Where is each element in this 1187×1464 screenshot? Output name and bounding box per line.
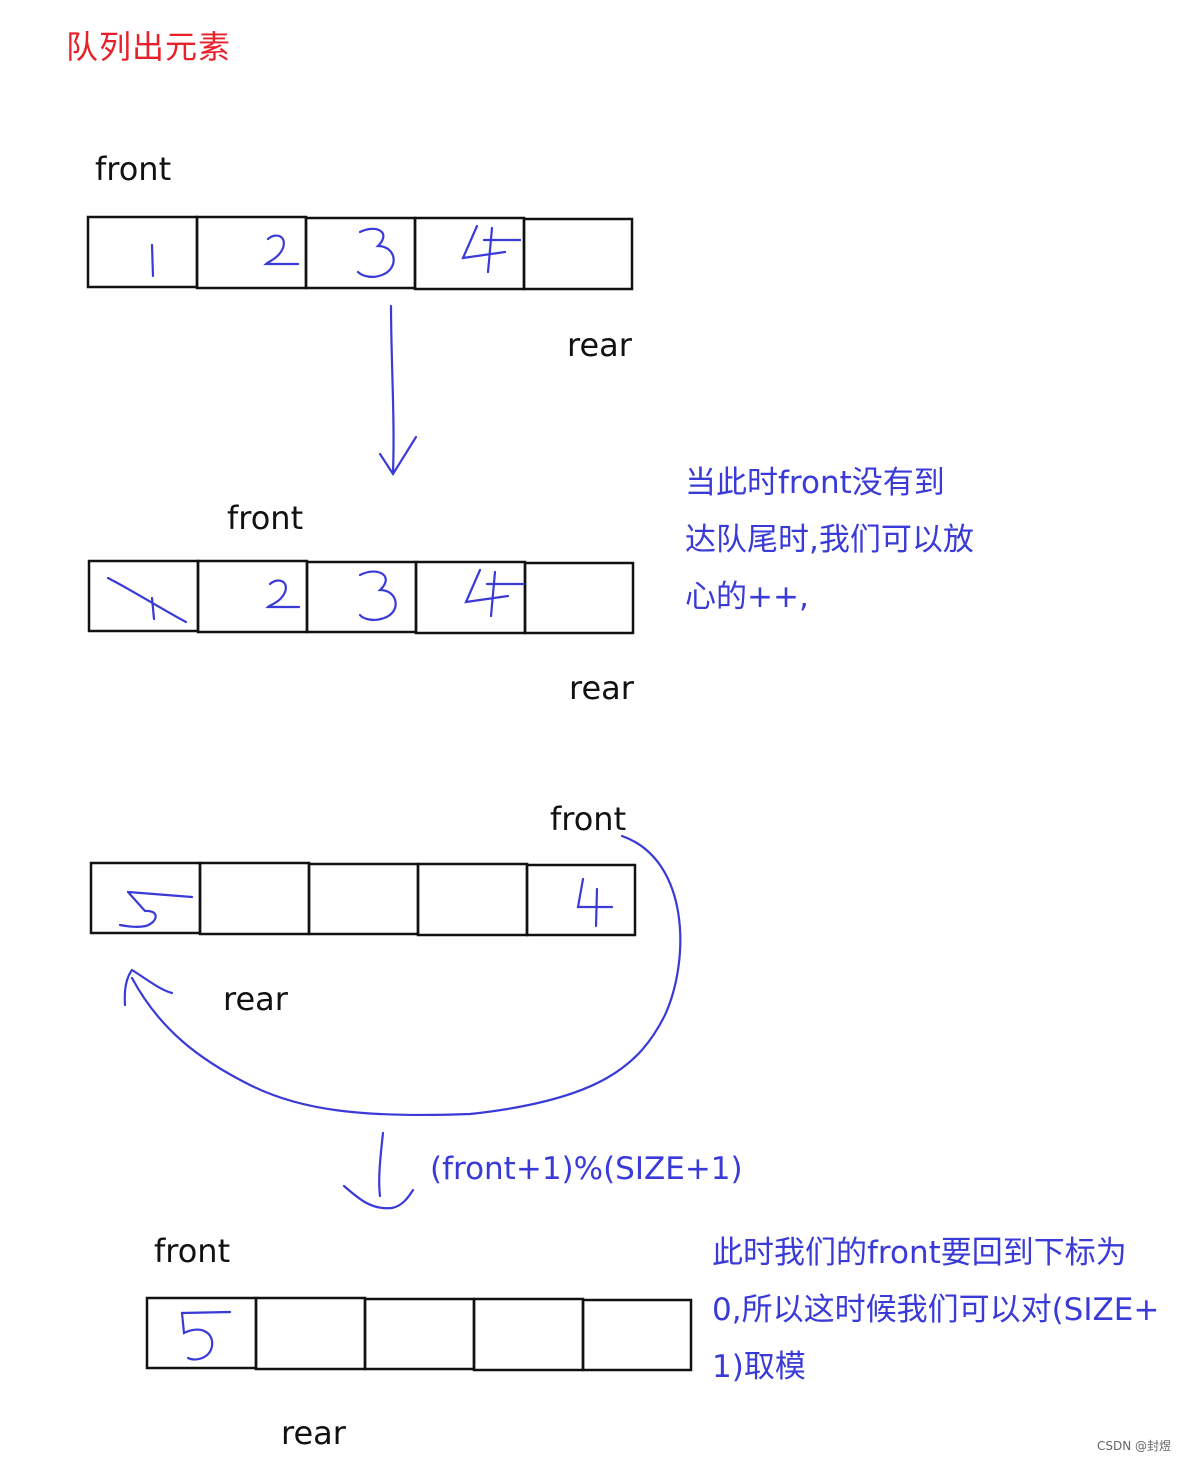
queue-cell — [86, 215, 199, 289]
rear-label-2: rear — [569, 669, 634, 707]
queue-cell — [522, 217, 634, 291]
note-1-line-1: 当此时front没有到 — [685, 465, 945, 501]
queue-cell — [363, 1297, 476, 1371]
queue-row-2 — [87, 559, 635, 635]
digit-4 — [464, 568, 526, 618]
queue-cell — [413, 216, 526, 291]
front-label-3: front — [550, 800, 627, 838]
front-label-1: front — [95, 150, 172, 188]
handwritten-digits-row-4 — [180, 1310, 232, 1361]
note-2-line-3: 1)取模 — [712, 1349, 806, 1385]
queue-cell — [414, 560, 527, 635]
down-arrow-2 — [342, 1131, 415, 1210]
digit-4 — [576, 877, 614, 928]
queue-cell — [523, 561, 635, 635]
queue-cell — [472, 1297, 585, 1372]
digit-3 — [358, 570, 397, 621]
down-arrow-1 — [378, 304, 418, 477]
crossed-out-digit-1 — [106, 576, 188, 624]
rear-label-3: rear — [223, 980, 288, 1018]
digit-5 — [180, 1310, 232, 1361]
queue-row-3 — [89, 861, 637, 937]
queue-cell — [416, 862, 529, 937]
page-title: 队列出元素 — [66, 28, 232, 66]
queue-row-4 — [145, 1296, 693, 1372]
queue-cell — [254, 1296, 367, 1371]
queue-cell — [307, 862, 420, 936]
digit-5 — [118, 890, 194, 928]
handwritten-digits-row-3 — [118, 877, 614, 928]
note-2-line-2: 0,所以这时候我们可以对(SIZE+ — [712, 1292, 1160, 1328]
handwritten-digits-row-2 — [106, 568, 526, 624]
queue-row-1 — [86, 215, 634, 291]
note-1-line-2: 达队尾时,我们可以放 — [685, 522, 974, 558]
queue-cell — [525, 863, 637, 937]
digit-2 — [265, 579, 301, 609]
front-label-4: front — [154, 1232, 231, 1270]
modulo-formula: (front+1)%(SIZE+1) — [430, 1151, 743, 1187]
note-front-wraparound: 此时我们的front要回到下标为 0,所以这时候我们可以对(SIZE+ 1)取模 — [712, 1225, 1159, 1396]
note-2-line-1: 此时我们的front要回到下标为 — [712, 1235, 1127, 1271]
queue-cell — [304, 216, 417, 290]
queue-cell — [196, 559, 309, 634]
note-1-line-3: 心的++, — [685, 579, 809, 615]
rear-label-1: rear — [567, 326, 632, 364]
watermark: CSDN @封煜 — [1096, 1439, 1171, 1453]
queue-cell — [89, 861, 202, 935]
front-label-2: front — [227, 499, 304, 537]
digit-1 — [150, 243, 155, 278]
queue-cell — [305, 560, 418, 634]
queue-cell — [195, 215, 308, 290]
note-front-increment: 当此时front没有到 达队尾时,我们可以放 心的++, — [685, 455, 974, 626]
handwritten-digits-row-1 — [150, 224, 522, 278]
wraparound-arrow — [123, 834, 682, 1117]
digit-4 — [461, 224, 522, 274]
digit-3 — [356, 227, 395, 278]
queue-cell — [198, 861, 311, 936]
rear-label-4: rear — [281, 1414, 346, 1452]
queue-cell — [581, 1298, 693, 1372]
digit-2 — [263, 234, 300, 266]
